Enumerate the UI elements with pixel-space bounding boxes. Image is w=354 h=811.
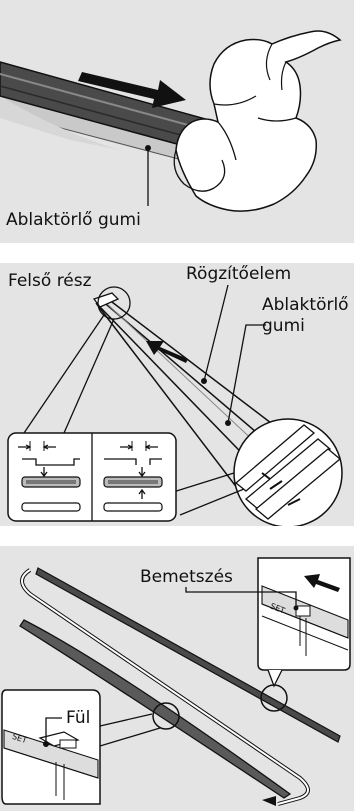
wiper-install-illustration — [1, 557, 351, 806]
step-2-panel: Felső rész Rögzítőelem Ablaktörlő gumi — [0, 263, 354, 526]
top-part-label: Felső rész — [8, 271, 92, 291]
retainer-label: Rögzítőelem — [186, 264, 292, 284]
rubber-label-line1: Ablaktörlő — [262, 295, 349, 315]
rubber-label: Ablaktörlő gumi — [6, 210, 141, 230]
step-1-panel: Ablaktörlő gumi — [0, 0, 354, 243]
wiper-blade-shadow — [0, 96, 120, 150]
hand-outline — [175, 30, 342, 212]
wiper-removal-illustration — [0, 30, 342, 212]
insert-direction-arrow — [262, 796, 276, 806]
retainer-rail-lower — [95, 302, 261, 519]
pull-direction-arrow — [78, 72, 186, 108]
thumb-outline — [173, 149, 226, 192]
slide-direction-arrow — [146, 341, 188, 363]
step-3-panel: Bemetszés Fül SET SET — [0, 546, 354, 811]
wiper-structure-illustration — [7, 284, 343, 526]
rubber-label-line2: gumi — [262, 316, 305, 336]
tab-label: Fül — [64, 708, 93, 728]
wiper-rubber-upper — [35, 567, 341, 743]
notch-label: Bemetszés — [138, 567, 235, 587]
cross-section-inset — [7, 432, 177, 522]
tab-circle — [152, 702, 180, 730]
notch-detail-inset — [257, 557, 351, 688]
